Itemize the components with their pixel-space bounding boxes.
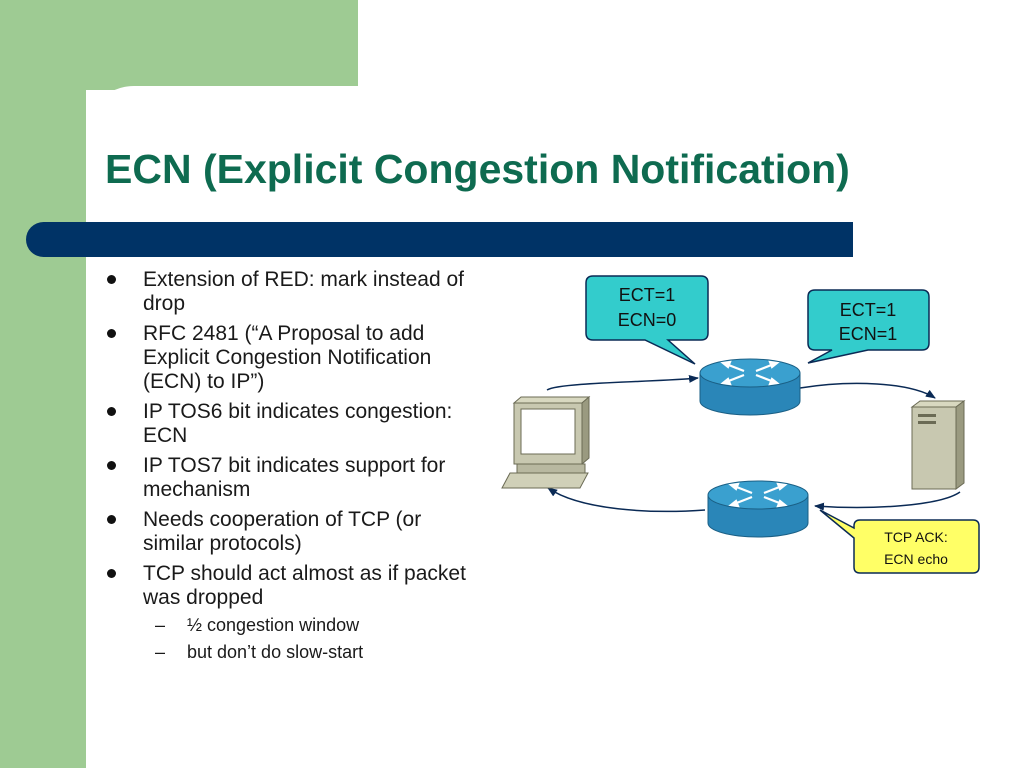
slide-title: ECN (Explicit Congestion Notification) <box>105 146 850 192</box>
router-icon <box>707 480 809 538</box>
bullet-text: IP TOS6 bit indicates congestion: ECN <box>143 400 453 447</box>
callout-ecn1-line2: ECN=1 <box>839 324 898 344</box>
bullet-text: TCP should act almost as if packet was d… <box>143 562 466 609</box>
bullet-dot-icon <box>107 407 116 416</box>
title-underline-bar <box>26 222 853 257</box>
bullet-dot-icon <box>107 275 116 284</box>
bullet-item: Needs cooperation of TCP (or similar pro… <box>105 508 485 556</box>
bullet-list: Extension of RED: mark instead of drop R… <box>105 268 485 670</box>
bullet-item: TCP should act almost as if packet was d… <box>105 562 485 664</box>
bullet-item: IP TOS7 bit indicates support for mechan… <box>105 454 485 502</box>
bullet-text: RFC 2481 (“A Proposal to add Explicit Co… <box>143 322 432 393</box>
bullet-item: IP TOS6 bit indicates congestion: ECN <box>105 400 485 448</box>
sub-bullet-item: – but don’t do slow-start <box>143 640 485 664</box>
router-icon <box>699 358 801 416</box>
callout-ecn0-line1: ECT=1 <box>619 285 676 305</box>
link-arrow <box>799 382 936 399</box>
dash-icon: – <box>155 615 166 635</box>
link-arrow <box>814 491 961 511</box>
server-icon <box>910 400 966 490</box>
ecn-network-diagram: ECT=1 ECN=0 ECT=1 ECN=1 TCP ACK: ECN ech… <box>501 275 980 574</box>
bullet-dot-icon <box>107 329 116 338</box>
callout-ecn0-line2: ECN=0 <box>618 310 677 330</box>
link-arrow <box>547 487 706 513</box>
green-top-band <box>0 0 358 90</box>
callout-ack-line1: TCP ACK: <box>884 529 948 545</box>
bullet-dot-icon <box>107 461 116 470</box>
dash-icon: – <box>155 642 166 662</box>
bullet-dot-icon <box>107 569 116 578</box>
bullet-dot-icon <box>107 515 116 524</box>
bullet-text: Needs cooperation of TCP (or similar pro… <box>143 508 422 555</box>
bullet-text: IP TOS7 bit indicates support for mechan… <box>143 454 446 501</box>
sub-bullet-text: but don’t do slow-start <box>187 642 364 662</box>
computer-icon <box>501 395 591 489</box>
sub-bullet-list: – ½ congestion window – but don’t do slow-… <box>143 613 485 664</box>
green-side-band <box>0 0 86 768</box>
callout-ecn1: ECT=1 ECN=1 <box>807 289 930 364</box>
sub-bullet-item: – ½ congestion window <box>143 613 485 637</box>
callout-ack-line2: ECN echo <box>884 551 948 567</box>
link-arrow <box>546 374 699 391</box>
bullet-text: Extension of RED: mark instead of drop <box>143 268 464 315</box>
sub-bullet-text: ½ congestion window <box>187 615 360 635</box>
bullet-item: RFC 2481 (“A Proposal to add Explicit Co… <box>105 322 485 394</box>
bullet-item: Extension of RED: mark instead of drop <box>105 268 485 316</box>
callout-ecn1-line1: ECT=1 <box>840 300 897 320</box>
callout-ecn0: ECT=1 ECN=0 <box>585 275 709 365</box>
callout-tcp-ack: TCP ACK: ECN echo <box>819 509 980 574</box>
